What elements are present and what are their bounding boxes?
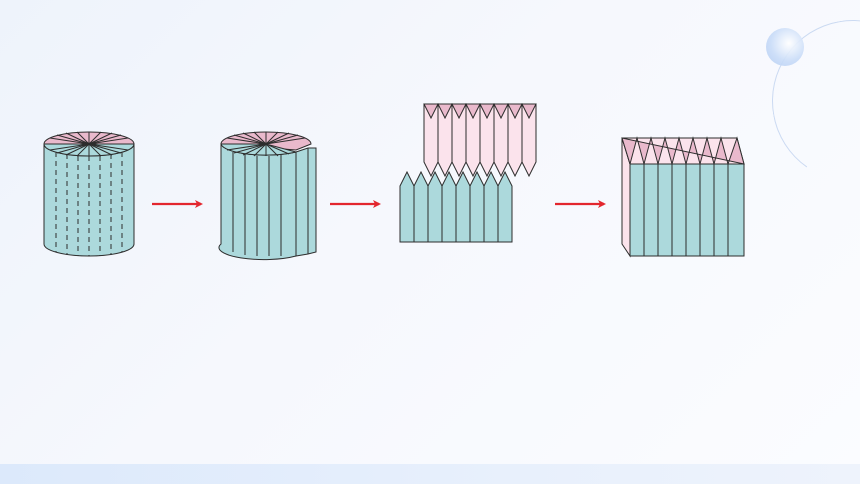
- cylinder-with-sectors: [43, 131, 135, 257]
- approximate-cuboid: [621, 136, 745, 258]
- lower-half-lines: [413, 186, 499, 242]
- cylinder-sector-lines: [44, 131, 134, 157]
- cut-cylinder-sector-lines: [226, 131, 306, 157]
- decorative-bubble: [766, 28, 804, 66]
- cut-cylinder-top-front: [220, 143, 297, 156]
- upper-half-lines: [437, 104, 523, 162]
- two-halves-separated: [399, 102, 537, 243]
- bottom-decorative-bar: [0, 464, 860, 484]
- cylinder-dashed-lines: [55, 152, 123, 256]
- cylinder-cut-open: [218, 131, 317, 261]
- cuboid-front-lines: [643, 164, 729, 256]
- upper-half-top-teeth: [423, 102, 537, 120]
- cut-cylinder-flap: [295, 147, 317, 257]
- cut-cylinder-stripes: [232, 152, 282, 256]
- cuboid-front-face: [629, 163, 745, 257]
